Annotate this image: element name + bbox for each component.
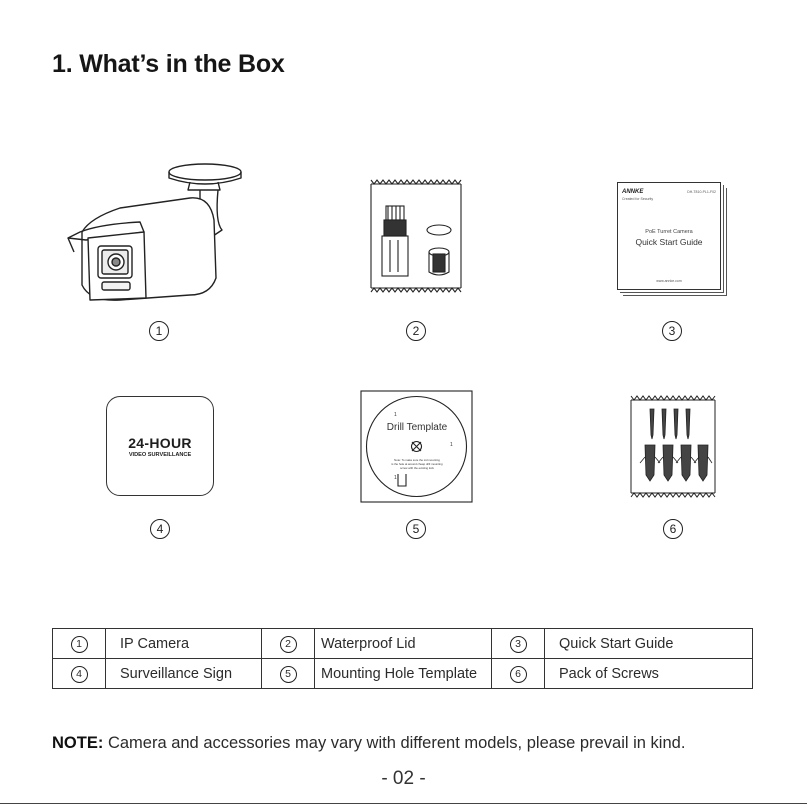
quick-start-guide-illustration: ANNKE Created for Security DH-T810-PL1-F… [617,182,727,342]
screw-pack-illustration: 6 [630,395,716,547]
guide-model: DH-T810-PL1-F02 [687,190,716,194]
ip-camera-illustration: 1 [60,160,260,341]
item-number-5: 5 [406,519,426,539]
item-number-6: 6 [663,519,683,539]
guide-booklet: ANNKE Created for Security DH-T810-PL1-F… [617,182,721,290]
template-instruction-2: is the hole at around cheap drill mounti… [391,462,443,466]
note-label: NOTE: [52,734,104,752]
guide-title: Quick Start Guide [635,237,703,247]
mounting-template-illustration: Drill Template 1 1 1 Note: To make sure … [360,390,474,548]
table-label-mounting-hole-template: Mounting Hole Template [314,658,492,689]
sign-line-2: VIDEO SURVEILLANCE [128,452,192,458]
template-hole-label-top: 1 [394,412,397,418]
footer-divider [0,803,807,804]
template-sheet-icon [360,390,473,503]
table-label-quick-start-guide: Quick Start Guide [544,628,753,659]
guide-product: PoE Turret Camera [645,229,693,235]
table-row: 1 IP Camera 2 Waterproof Lid 3 Quick Sta… [52,628,753,659]
table-label-surveillance-sign: Surveillance Sign [105,658,262,689]
guide-tagline: Created for Security [622,197,654,201]
waterproof-lid-illustration: 2 [368,178,464,343]
item-number-2: 2 [406,321,426,341]
guide-brand-logo: ANNKE [622,189,644,195]
table-number-5: 5 [279,665,297,683]
template-hole-label-right: 1 [450,442,453,448]
lid-bag-icon [370,179,462,293]
item-number-3: 3 [662,321,682,341]
template-instruction-3: screw with the existing lock [400,466,434,470]
table-number-3: 3 [509,635,527,653]
table-row: 4 Surveillance Sign 5 Mounting Hole Temp… [52,658,753,689]
item-number-1: 1 [149,321,169,341]
item-number-4: 4 [150,519,170,539]
table-number-1: 1 [70,635,88,653]
page-number: - 02 - [381,768,426,789]
table-label-ip-camera: IP Camera [105,628,262,659]
page-title: 1. What’s in the Box [52,50,285,78]
camera-icon [67,163,242,301]
sign-line-1: 24-HOUR [128,435,192,451]
guide-url: www.annke.com [656,279,682,283]
screws-bag-icon [630,395,716,498]
table-number-6: 6 [509,665,527,683]
template-title: Drill Template [386,422,448,433]
template-hole-label-bottom: 1 [394,475,397,481]
note: NOTE: Camera and accessories may vary wi… [52,734,685,753]
table-label-waterproof-lid: Waterproof Lid [314,628,492,659]
parts-table: 1 IP Camera 2 Waterproof Lid 3 Quick Sta… [52,628,753,689]
table-number-4: 4 [70,665,88,683]
table-label-pack-of-screws: Pack of Screws [544,658,753,689]
surveillance-sign-illustration: 24-HOUR VIDEO SURVEILLANCE 4 [106,396,216,548]
template-instruction-1: Note: To make sure the Lid mounting [394,458,440,462]
sign-board: 24-HOUR VIDEO SURVEILLANCE [106,396,214,496]
table-number-2: 2 [279,635,297,653]
note-text: Camera and accessories may vary with dif… [107,734,686,752]
